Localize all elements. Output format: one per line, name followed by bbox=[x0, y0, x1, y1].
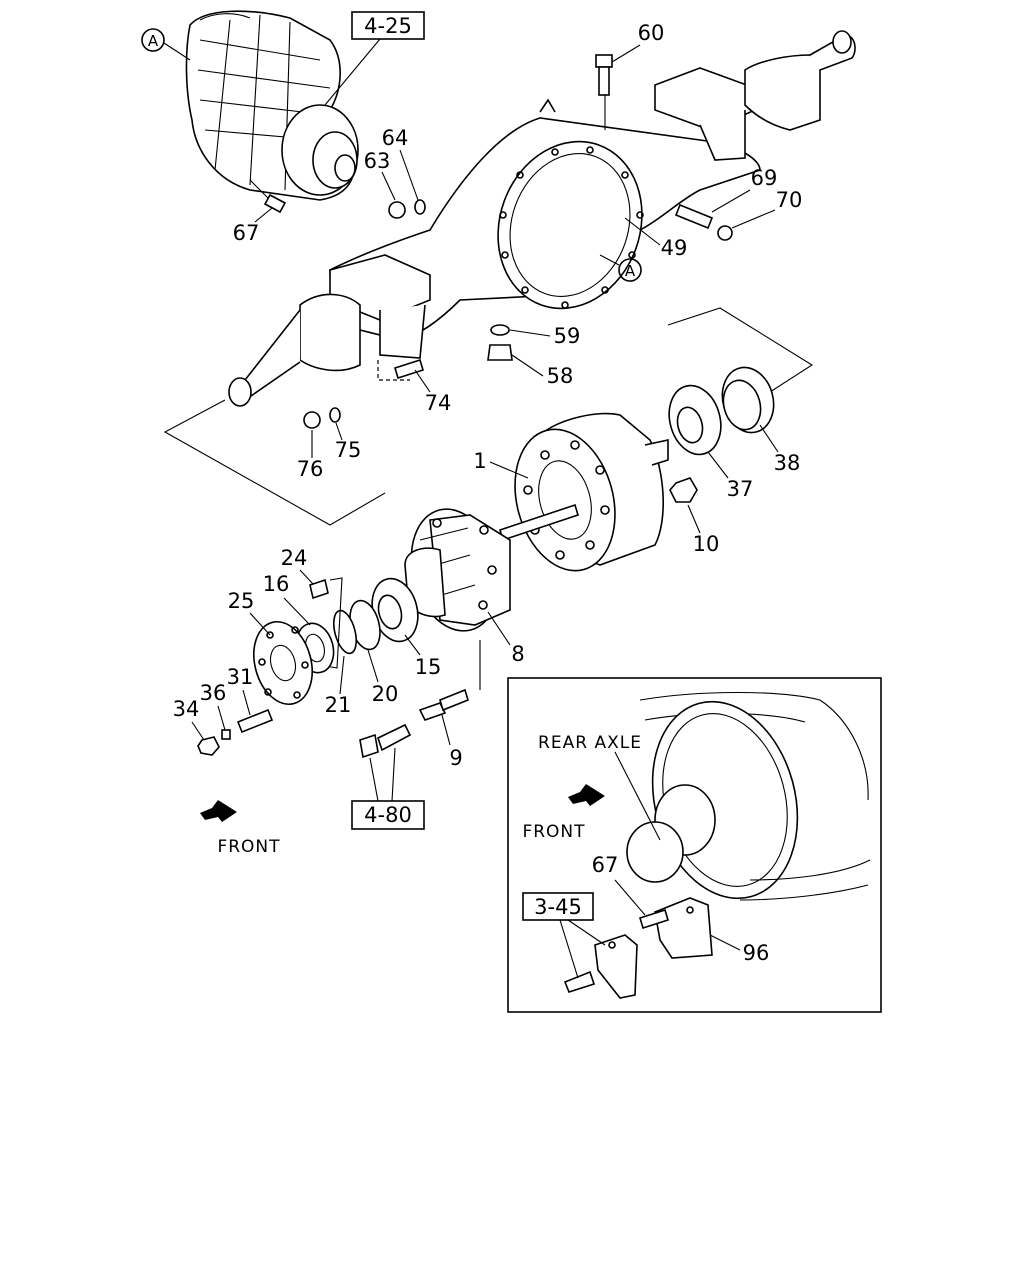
reference-box-4-25[interactable]: 4-25 bbox=[324, 11, 425, 106]
part-15-label: 15 bbox=[415, 655, 442, 679]
axle-housing bbox=[228, 30, 856, 407]
part-20-label: 20 bbox=[372, 682, 399, 706]
housing-49-label: 49 bbox=[624, 217, 688, 260]
callout-a-ring: A bbox=[599, 254, 642, 282]
stud-31: 31 bbox=[227, 665, 274, 734]
nut-34: 34 bbox=[173, 697, 220, 756]
breather-60: 60 bbox=[595, 21, 665, 130]
part-58-label: 58 bbox=[547, 364, 574, 388]
part-37-label: 37 bbox=[727, 477, 754, 501]
brake-drum-1: 1 bbox=[473, 412, 669, 572]
washer-21: 21 bbox=[325, 577, 358, 717]
bolt-24: 24 bbox=[281, 546, 329, 600]
wheel-bolts-9: 9 bbox=[359, 688, 469, 770]
part-10-label: 10 bbox=[693, 532, 720, 556]
front-label: FRONT bbox=[217, 837, 280, 857]
inset-detail-panel: REAR AXLE FRONT 96 67 3-45 bbox=[507, 677, 882, 1013]
assembly-guide-lines bbox=[163, 307, 814, 526]
part-36-label: 36 bbox=[200, 681, 227, 705]
callout-a-top-text: A bbox=[148, 32, 159, 50]
nut-76-washer-75: 75 76 bbox=[297, 407, 362, 481]
part-64-label: 64 bbox=[382, 126, 409, 150]
part-69-label: 69 bbox=[751, 166, 778, 190]
part-76-label: 76 bbox=[297, 457, 324, 481]
seal-38: 38 bbox=[721, 366, 801, 475]
reference-box-3-45-text: 3-45 bbox=[534, 895, 582, 919]
reference-box-4-80[interactable]: 4-80 bbox=[351, 747, 425, 830]
inset-front-label: FRONT bbox=[522, 822, 585, 842]
flange-25: 25 bbox=[228, 589, 313, 706]
washer-36: 36 bbox=[200, 681, 231, 740]
inset-part-67-label: 67 bbox=[592, 853, 619, 877]
part-59-label: 59 bbox=[554, 324, 581, 348]
part-70-label: 70 bbox=[776, 188, 803, 212]
plug-58-washer-59: 59 58 bbox=[487, 324, 581, 388]
part-49-label: 49 bbox=[661, 236, 688, 260]
part-21-label: 21 bbox=[325, 693, 352, 717]
part-16-label: 16 bbox=[263, 572, 290, 596]
front-arrow-icon bbox=[200, 800, 237, 822]
part-74-label: 74 bbox=[425, 391, 452, 415]
front-direction-indicator: FRONT bbox=[200, 800, 280, 857]
callout-a-ring-text: A bbox=[625, 262, 636, 280]
part-9-label: 9 bbox=[449, 746, 462, 770]
part-63-label: 63 bbox=[364, 149, 391, 173]
inset-part-96-label: 96 bbox=[743, 941, 770, 965]
inset-rear-axle-label: REAR AXLE bbox=[538, 733, 642, 753]
ring-bolt-holes bbox=[499, 146, 644, 309]
bearing-37: 37 bbox=[668, 384, 754, 501]
part-31-label: 31 bbox=[227, 665, 254, 689]
stud-69-nut-70: 69 70 bbox=[674, 166, 803, 241]
inset-front-arrow-icon bbox=[568, 784, 605, 806]
part-8-label: 8 bbox=[511, 642, 524, 666]
nut-63-washer-64: 64 63 bbox=[364, 126, 426, 219]
part-38-label: 38 bbox=[774, 451, 801, 475]
reference-box-4-80-text: 4-80 bbox=[364, 803, 412, 827]
bolt-74: 74 bbox=[394, 358, 452, 415]
bolt-67-top: 67 bbox=[233, 179, 287, 245]
part-24-label: 24 bbox=[281, 546, 308, 570]
callout-a-top: A bbox=[141, 28, 191, 61]
part-60-label: 60 bbox=[638, 21, 665, 45]
part-34-label: 34 bbox=[173, 697, 200, 721]
part-75-label: 75 bbox=[335, 438, 362, 462]
nut-10: 10 bbox=[669, 477, 720, 556]
part-25-label: 25 bbox=[228, 589, 255, 613]
reference-box-3-45[interactable]: 3-45 bbox=[522, 892, 606, 979]
part-67-label: 67 bbox=[233, 221, 260, 245]
differential-carrier bbox=[185, 10, 359, 201]
reference-box-4-25-text: 4-25 bbox=[364, 14, 412, 38]
part-1-label: 1 bbox=[473, 449, 486, 473]
